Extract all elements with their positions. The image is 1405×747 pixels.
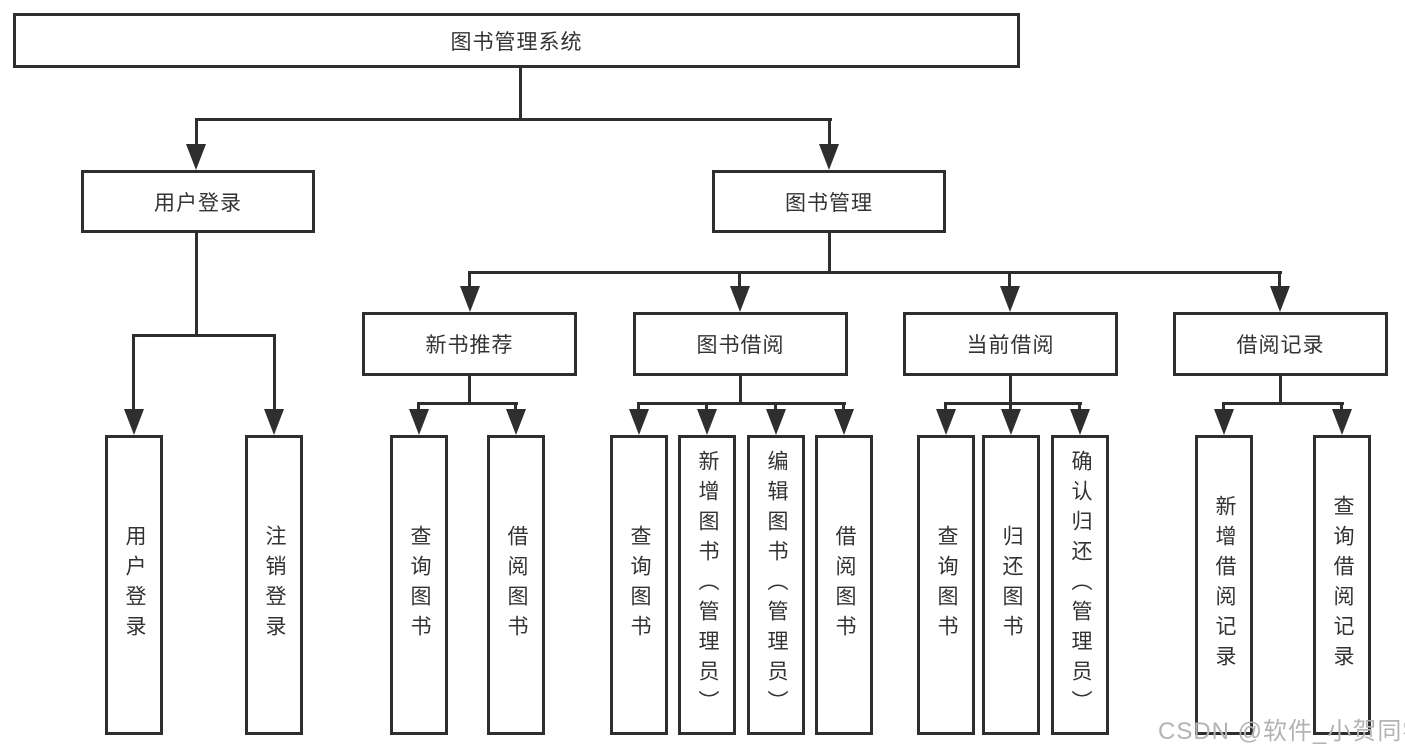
connector-line xyxy=(705,402,708,412)
node-label: 编辑图书（管理员） xyxy=(765,450,788,720)
leaf-node-logout: 注销登录 xyxy=(245,435,303,735)
node-label: 借阅图书 xyxy=(833,525,856,645)
connector-line xyxy=(195,118,832,121)
node-current-borrowing: 当前借阅 xyxy=(903,312,1118,376)
leaf-node-add-borrow-record: 新增借阅记录 xyxy=(1195,435,1253,735)
connector-line xyxy=(637,402,846,405)
csdn-watermark: CSDN @软件_小贺同学 xyxy=(1158,718,1405,745)
connector-line xyxy=(1222,402,1225,412)
node-label: 查询图书 xyxy=(628,525,651,645)
connector-line xyxy=(1009,402,1012,412)
connector-line xyxy=(1222,402,1344,405)
arrow-down-icon xyxy=(506,409,526,435)
connector-line xyxy=(739,374,742,404)
connector-line xyxy=(417,402,518,405)
node-label: 用户登录 xyxy=(123,525,146,645)
connector-line xyxy=(1078,402,1081,412)
connector-line xyxy=(738,271,741,291)
arrow-down-icon xyxy=(124,409,144,435)
connector-line xyxy=(944,402,947,412)
leaf-node-borrow-books-recommend: 借阅图书 xyxy=(487,435,545,735)
arrow-down-icon xyxy=(1332,409,1352,435)
arrow-down-icon xyxy=(1270,286,1290,312)
node-label: 注销登录 xyxy=(263,525,286,645)
connector-line xyxy=(195,118,198,148)
connector-line xyxy=(132,334,135,414)
node-label: 新书推荐 xyxy=(425,334,514,357)
node-user-login-group: 用户登录 xyxy=(81,170,315,233)
leaf-node-edit-book-admin: 编辑图书（管理员） xyxy=(747,435,805,735)
node-book-management: 图书管理 xyxy=(712,170,946,233)
connector-line xyxy=(828,231,831,274)
node-label: 新增图书（管理员） xyxy=(696,450,719,720)
arrow-down-icon xyxy=(409,409,429,435)
leaf-node-query-books-current: 查询图书 xyxy=(917,435,975,735)
connector-line xyxy=(1008,271,1011,291)
node-book-borrowing: 图书借阅 xyxy=(633,312,848,376)
arrow-down-icon xyxy=(1214,409,1234,435)
node-label: 当前借阅 xyxy=(966,334,1055,357)
node-borrow-records: 借阅记录 xyxy=(1173,312,1388,376)
arrow-down-icon xyxy=(460,286,480,312)
connector-line xyxy=(1279,374,1282,404)
node-label: 图书管理系统 xyxy=(450,30,583,54)
arrow-down-icon xyxy=(697,409,717,435)
node-label: 查询借阅记录 xyxy=(1331,495,1354,675)
connector-line xyxy=(132,334,276,337)
node-label: 确认归还（管理员） xyxy=(1069,450,1092,720)
node-new-book-recommend: 新书推荐 xyxy=(362,312,577,376)
node-label: 查询图书 xyxy=(935,525,958,645)
node-label: 新增借阅记录 xyxy=(1213,495,1236,675)
node-label: 图书借阅 xyxy=(696,334,785,357)
connector-line xyxy=(828,118,831,148)
leaf-node-return-books: 归还图书 xyxy=(982,435,1040,735)
connector-line xyxy=(1278,271,1281,291)
leaf-node-add-book-admin: 新增图书（管理员） xyxy=(678,435,736,735)
arrow-down-icon xyxy=(186,144,206,170)
connector-line xyxy=(417,402,420,412)
leaf-node-user-login: 用户登录 xyxy=(105,435,163,735)
arrow-down-icon xyxy=(730,286,750,312)
arrow-down-icon xyxy=(819,144,839,170)
connector-line xyxy=(468,271,1282,274)
connector-line xyxy=(468,374,471,404)
node-label: 查询图书 xyxy=(408,525,431,645)
arrow-down-icon xyxy=(629,409,649,435)
arrow-down-icon xyxy=(936,409,956,435)
arrow-down-icon xyxy=(264,409,284,435)
leaf-node-query-books-borrowing: 查询图书 xyxy=(610,435,668,735)
connector-line xyxy=(468,271,471,291)
node-label: 用户登录 xyxy=(154,191,242,215)
leaf-node-borrow-books: 借阅图书 xyxy=(815,435,873,735)
connector-line xyxy=(519,66,522,120)
connector-line xyxy=(1009,374,1012,404)
arrow-down-icon xyxy=(1070,409,1090,435)
node-label: 借阅图书 xyxy=(505,525,528,645)
connector-line xyxy=(273,334,276,414)
node-label: 图书管理 xyxy=(785,191,873,215)
connector-line xyxy=(514,402,517,412)
connector-line xyxy=(1340,402,1343,412)
connector-line xyxy=(195,231,198,337)
arrow-down-icon xyxy=(834,409,854,435)
node-library-management-system: 图书管理系统 xyxy=(13,13,1020,68)
leaf-node-query-books-recommend: 查询图书 xyxy=(390,435,448,735)
node-label: 借阅记录 xyxy=(1236,334,1325,357)
leaf-node-confirm-return-admin: 确认归还（管理员） xyxy=(1051,435,1109,735)
connector-line xyxy=(637,402,640,412)
leaf-node-query-borrow-record: 查询借阅记录 xyxy=(1313,435,1371,735)
connector-line xyxy=(944,402,1082,405)
arrow-down-icon xyxy=(766,409,786,435)
arrow-down-icon xyxy=(1000,286,1020,312)
node-label: 归还图书 xyxy=(1000,525,1023,645)
connector-line xyxy=(774,402,777,412)
connector-line xyxy=(842,402,845,412)
arrow-down-icon xyxy=(1001,409,1021,435)
